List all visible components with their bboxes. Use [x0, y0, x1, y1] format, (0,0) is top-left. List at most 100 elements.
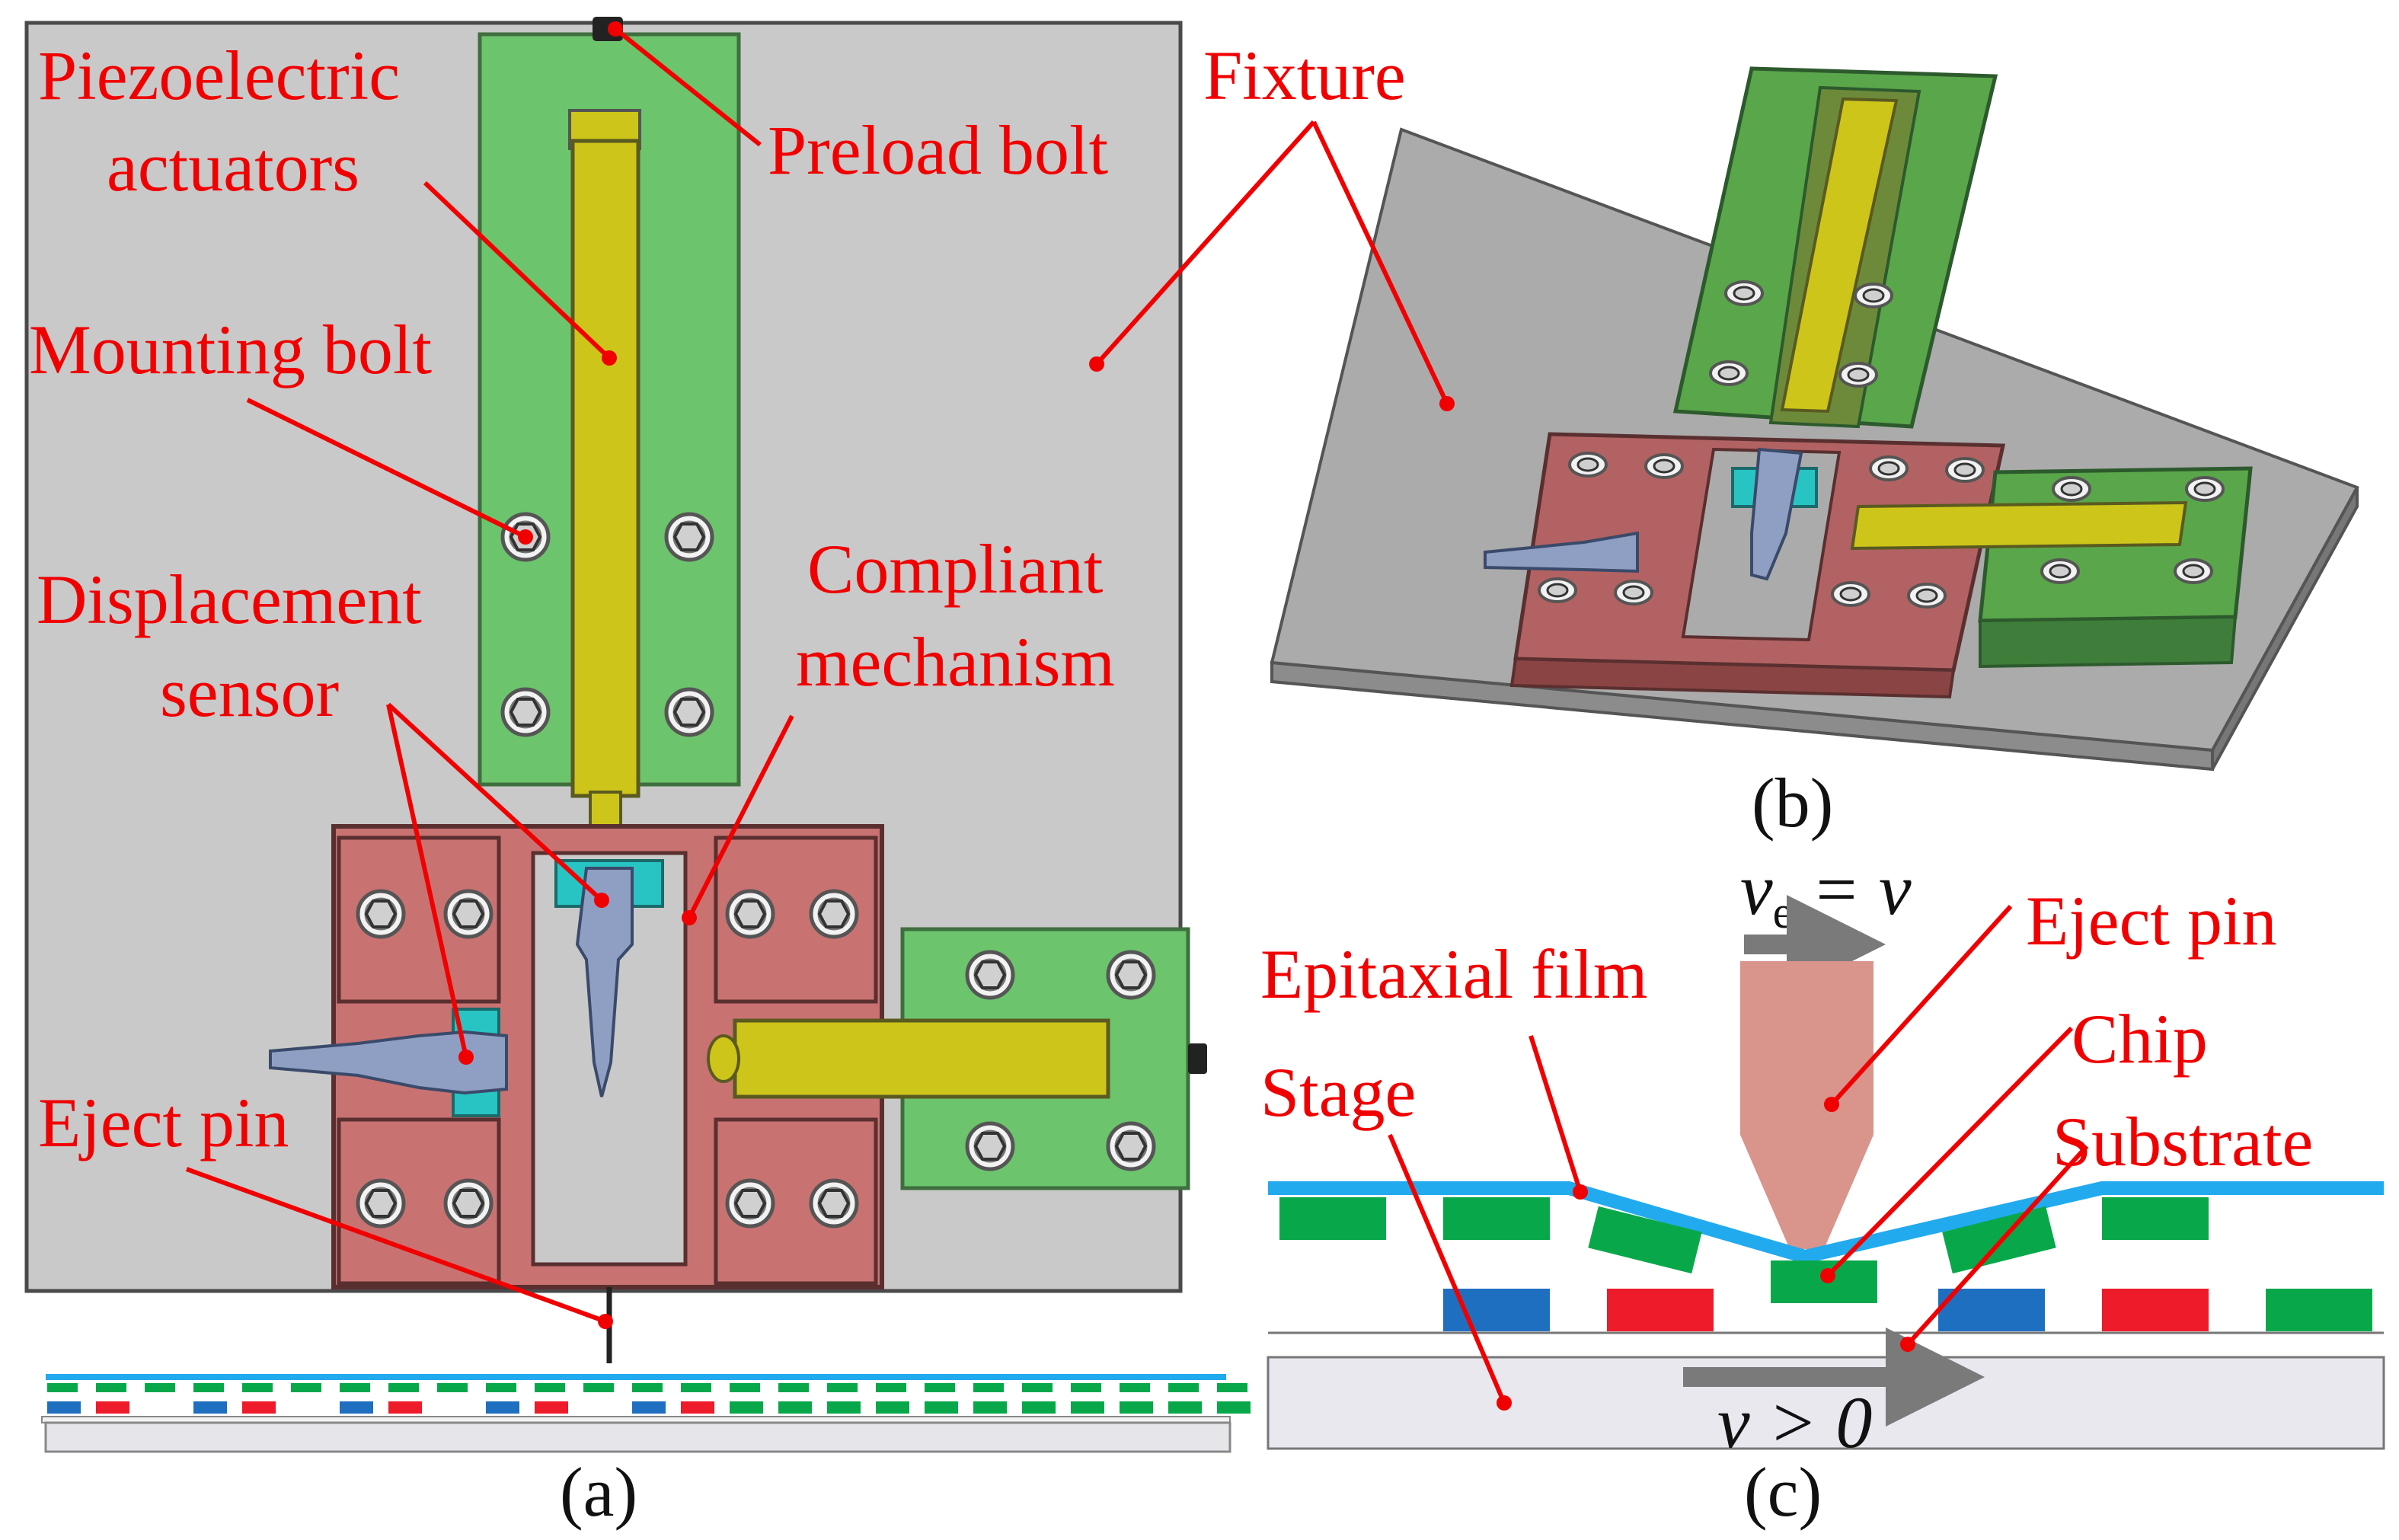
mini-chip-green: [876, 1383, 906, 1392]
label-preload-bolt: Preload bolt: [768, 111, 1109, 189]
mini-chip-green: [242, 1383, 273, 1392]
mini-chip: [1022, 1401, 1056, 1414]
mounting-bolt: [1108, 1123, 1154, 1169]
mini-chip: [193, 1401, 227, 1414]
mini-chip-green: [486, 1383, 516, 1392]
mini-chip-green: [925, 1383, 955, 1392]
mounting-bolt-3d: [1724, 280, 1764, 306]
mechanism-block: [714, 1117, 878, 1286]
mini-chip-green: [388, 1383, 419, 1392]
displacement-sensor-3d: [1484, 531, 1639, 574]
label-piezo-line1: Piezoelectric: [38, 37, 400, 114]
mini-chip-green: [145, 1383, 175, 1392]
mini-chip-green: [681, 1383, 711, 1392]
v-condition: v > 0: [1717, 1382, 1872, 1463]
mini-chip-green: [973, 1383, 1004, 1392]
panel-a: Piezoelectric actuators Preload bolt Mou…: [24, 17, 1251, 1531]
mechanism-screw-3d: [1538, 577, 1577, 603]
mechanism-screw: [446, 891, 491, 937]
mechanism-screw: [811, 1181, 857, 1226]
mini-chip-green: [291, 1383, 321, 1392]
caption-a: (a): [560, 1453, 637, 1531]
mini-film-stack: [41, 1374, 1251, 1453]
label-mounting-bolt: Mounting bolt: [29, 311, 432, 388]
mini-chip-green: [1120, 1383, 1150, 1392]
label-chip: Chip: [2072, 1000, 2208, 1078]
mini-chip: [1168, 1401, 1202, 1414]
piezo-actuator-3d: [1780, 97, 1899, 414]
mounting-bolt: [1108, 952, 1154, 998]
mini-chip: [242, 1401, 276, 1414]
mounting-bolt: [967, 1123, 1013, 1169]
mini-chip: [730, 1401, 763, 1414]
mechanism-screw: [446, 1181, 491, 1226]
mechanism-screw: [358, 891, 404, 937]
label-eject-pin-c: Eject pin: [2026, 882, 2277, 960]
actuator-tip: [589, 791, 622, 828]
mini-chip-green: [730, 1383, 760, 1392]
ve-equation: ve = v: [1740, 848, 1912, 938]
mini-chip-green: [96, 1383, 126, 1392]
panel-c: ve = v v > 0: [1260, 848, 2385, 1531]
displacement-sensor-3d: [1750, 447, 1803, 581]
mechanism-screw: [358, 1181, 404, 1226]
mechanism-block: [714, 835, 878, 1004]
label-eject-pin-a: Eject pin: [38, 1084, 289, 1161]
mini-chip-green: [535, 1383, 565, 1392]
mounting-bolt-3d: [1854, 283, 1893, 308]
mini-chip: [925, 1401, 958, 1414]
mounting-bolt-3d: [2174, 558, 2213, 584]
piezo-actuator-horizontal: [733, 1018, 1110, 1099]
mechanism-screw-3d: [1614, 580, 1653, 605]
mini-green-chips: [47, 1383, 1247, 1392]
mounting-bolt-3d: [2052, 476, 2091, 502]
chip-green: [1443, 1197, 1550, 1240]
mounting-bolt: [666, 689, 712, 735]
chip-red: [1607, 1289, 1714, 1331]
mechanism-block: [337, 1117, 501, 1286]
mounting-bolt: [666, 514, 712, 560]
epitaxial-film: [1268, 1181, 2384, 1264]
mini-chip-green: [1168, 1383, 1199, 1392]
mini-chip-green: [47, 1383, 78, 1392]
chip-green: [2266, 1289, 2372, 1331]
actuator-tip: [707, 1034, 740, 1083]
label-displacement-line1: Displacement: [37, 561, 422, 638]
displacement-sensor-horizontal: [269, 1030, 508, 1095]
mini-rb-chips: [47, 1401, 1251, 1414]
compliant-mechanism-3d-side: [1509, 657, 1956, 699]
mechanism-screw-3d: [1568, 452, 1608, 478]
mini-chip-green: [1071, 1383, 1101, 1392]
mini-chip-green: [827, 1383, 858, 1392]
panel-b: Fixture (b): [1089, 37, 2359, 842]
eject-pin-c: [1740, 961, 1874, 1249]
mini-chip: [778, 1401, 812, 1414]
mini-chip: [827, 1401, 861, 1414]
mounting-bolt-3d: [2185, 476, 2225, 502]
chip-blue: [1443, 1289, 1550, 1331]
label-epitaxial-film: Epitaxial film: [1260, 935, 1647, 1013]
mini-chip: [681, 1401, 714, 1414]
mini-chip-green: [632, 1383, 663, 1392]
label-compliant-line2: mechanism: [796, 623, 1115, 701]
mini-chip: [486, 1401, 519, 1414]
mechanism-screw-3d: [1945, 457, 1985, 483]
mini-chip-green: [1022, 1383, 1053, 1392]
mini-chip: [1120, 1401, 1153, 1414]
mini-chip: [876, 1401, 909, 1414]
mini-chip: [340, 1401, 373, 1414]
mini-chip: [388, 1401, 422, 1414]
label-piezo-line2: actuators: [107, 128, 359, 206]
label-substrate: Substrate: [2052, 1103, 2313, 1181]
mini-chip: [47, 1401, 81, 1414]
chip-green: [1588, 1206, 1702, 1274]
mini-chip: [535, 1401, 568, 1414]
label-displacement-line2: sensor: [160, 653, 339, 731]
mini-stage: [44, 1421, 1231, 1453]
mini-chip: [1071, 1401, 1104, 1414]
chip-blue: [1938, 1289, 2045, 1331]
mechanism-screw-3d: [1831, 581, 1870, 607]
mini-chip-green: [340, 1383, 370, 1392]
mounting-bolt-3d: [2040, 558, 2080, 584]
